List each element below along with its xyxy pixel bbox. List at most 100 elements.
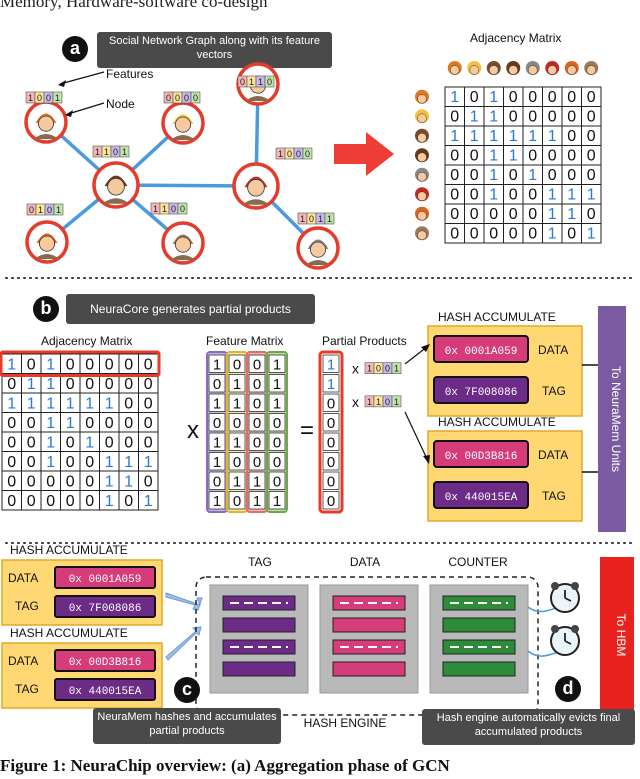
- face: [174, 236, 191, 253]
- tag-value: 0x 440015EA: [445, 492, 518, 504]
- column-avatar-icon: [525, 61, 540, 75]
- feature-bit: 1: [318, 214, 323, 224]
- head-face: [417, 211, 427, 221]
- feature-bit-cell: [119, 145, 130, 158]
- adjacency-value: 1: [489, 109, 498, 126]
- adjacency-value: 0: [528, 89, 537, 106]
- feature-value: 1: [253, 474, 261, 491]
- feature-bit: 0: [180, 204, 185, 214]
- feature-cell: [228, 471, 246, 490]
- feature-bit-cell: [53, 203, 64, 216]
- row-avatar-icon: [415, 128, 429, 143]
- adjacency-value: 1: [7, 357, 16, 374]
- hash-accumulate-title: HASH ACCUMULATE: [10, 626, 128, 640]
- adjacency-value: 0: [528, 109, 537, 126]
- data-label: DATA: [538, 343, 568, 357]
- adjacency-value: 0: [528, 148, 537, 165]
- graph-node: [296, 226, 340, 270]
- feature-value: 1: [273, 493, 281, 510]
- head-face: [450, 65, 460, 75]
- partial-arrow-head: [423, 455, 430, 464]
- adjacency-value: 0: [105, 357, 114, 374]
- adjacency-value: 0: [509, 89, 518, 106]
- adjacency-value: 0: [27, 474, 36, 491]
- adjacency-value: 1: [587, 226, 596, 243]
- shoulders: [305, 260, 331, 265]
- adjacency-value: 1: [85, 396, 94, 413]
- adjacency-value: 0: [548, 167, 557, 184]
- feature-cell: [248, 393, 266, 412]
- partial-cell: [322, 354, 340, 373]
- feature-cell: [248, 452, 266, 471]
- to-neuramem-label: To NeuraMem Units: [609, 366, 623, 472]
- data-value-box: [54, 649, 156, 672]
- data-label: DATA: [538, 448, 568, 462]
- clock-bell: [551, 625, 559, 633]
- adjacency-value: 0: [567, 89, 576, 106]
- feature-value: 1: [273, 357, 281, 374]
- tag-value-box: [54, 595, 156, 618]
- feature-bit-cell: [302, 147, 313, 160]
- feature-cell: [208, 471, 226, 490]
- clock-hands: [564, 633, 572, 645]
- head-face: [417, 113, 427, 123]
- feature-bit: 0: [29, 205, 34, 215]
- adjacency-value: 1: [144, 454, 153, 471]
- feature-bit: 0: [376, 364, 381, 374]
- adjacency-value: 0: [7, 376, 16, 393]
- partial-value: 0: [327, 493, 335, 510]
- row-avatar-icon: [415, 89, 429, 104]
- feature-value: 1: [233, 396, 241, 413]
- head-face: [489, 65, 499, 75]
- graph-node: [92, 161, 140, 209]
- feature-bit: 0: [240, 77, 245, 87]
- adjacency-value: 1: [450, 128, 459, 145]
- feature-value: 0: [253, 376, 261, 393]
- tag-value-box: [54, 678, 156, 701]
- feature-bit: 0: [175, 93, 180, 103]
- head-face: [417, 230, 427, 240]
- graph-node: [25, 220, 69, 264]
- adjacency-value: 0: [509, 109, 518, 126]
- feature-cell: [248, 432, 266, 451]
- adjacency-value: 0: [470, 187, 479, 204]
- feature-value: 1: [233, 435, 241, 452]
- column-avatar-icon: [447, 61, 462, 75]
- partial-cell: [322, 452, 340, 471]
- partial-cell: [322, 471, 340, 490]
- adjacency-value: 0: [27, 454, 36, 471]
- adjacency-value: 0: [587, 89, 596, 106]
- partial-arrow: [404, 411, 429, 462]
- adjacency-value: 1: [46, 376, 55, 393]
- feature-bit: 0: [385, 364, 390, 374]
- adjacency-value: 0: [587, 148, 596, 165]
- feature-value: 0: [213, 376, 221, 393]
- feature-bit: 1: [104, 147, 109, 157]
- feature-cell: [268, 471, 286, 490]
- partial-value: 0: [327, 474, 335, 491]
- adjacency-value: 1: [528, 128, 537, 145]
- adjacency-value: 0: [567, 128, 576, 145]
- features-label: Features: [106, 67, 154, 81]
- marker-c: c: [174, 677, 200, 703]
- feature-cell: [228, 491, 246, 510]
- tag-value: 0x 440015EA: [69, 686, 142, 698]
- feature-bit: 1: [56, 205, 61, 215]
- adjacency-value: 0: [450, 148, 459, 165]
- feature-value: 0: [273, 454, 281, 471]
- engine-entry: [332, 661, 406, 677]
- adjacency-value: 0: [7, 454, 16, 471]
- adjacency-value: 0: [548, 148, 557, 165]
- hash-accumulate-title: HASH ACCUMULATE: [10, 545, 128, 557]
- feature-value: 0: [233, 493, 241, 510]
- adjacency-value: 0: [450, 226, 459, 243]
- adjacency-value: 1: [489, 128, 498, 145]
- feature-bit: 0: [47, 205, 52, 215]
- feature-cell: [268, 452, 286, 471]
- feature-cell: [228, 432, 246, 451]
